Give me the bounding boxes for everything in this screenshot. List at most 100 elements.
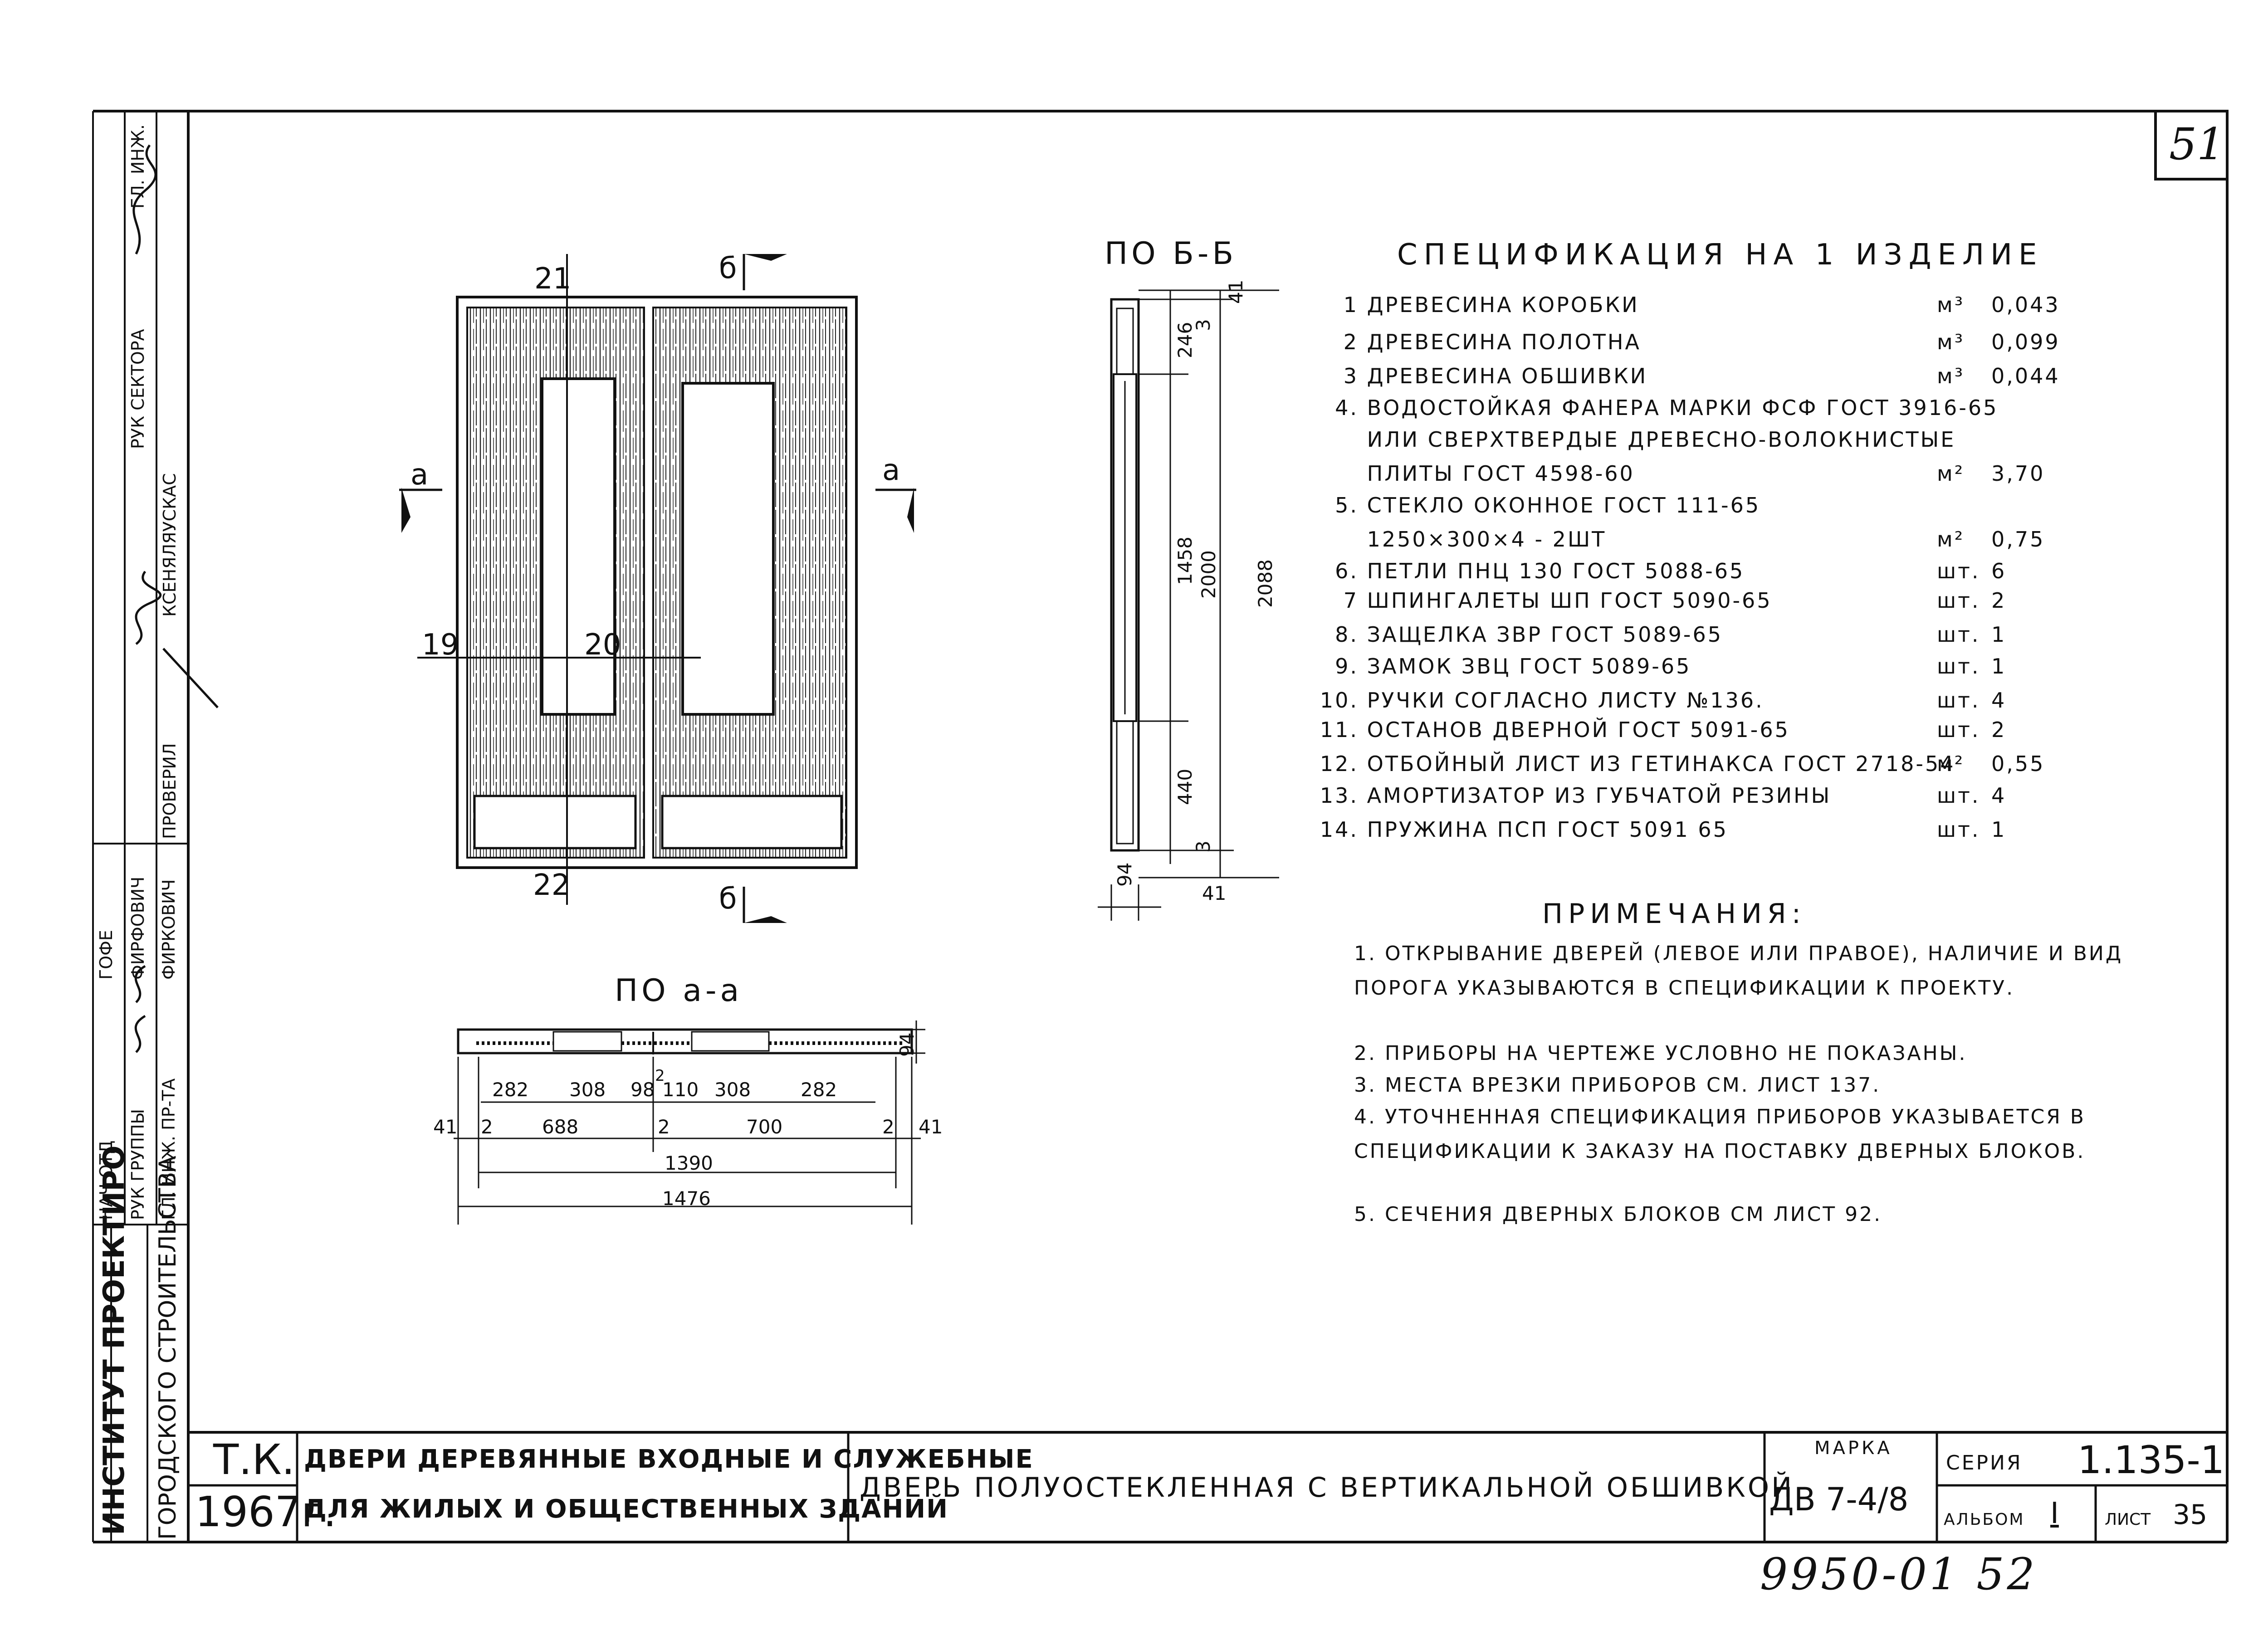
dim-bb-2000: 2000 [1198,550,1220,599]
sheet-frame [92,110,2229,1543]
section-a-a-title: ПО а-а [615,973,743,1009]
dim-bb-2088: 2088 [1254,559,1276,608]
note-num: 1. [1354,942,1377,965]
title-subject-line2: ДЛЯ ЖИЛЫХ И ОБЩЕСТВЕННЫХ ЗДАНИЙ [304,1494,949,1524]
spec-row-qty: 1 [1991,817,2007,842]
title-marka-label: МАРКА [1814,1438,1892,1459]
dim-bb-3-bottom: 3 [1192,840,1214,853]
spec-row-num: 8. [1335,622,1359,647]
dim-bb-thickness: 94 [1114,862,1136,887]
spec-row-num: 4. [1335,395,1359,420]
title-tk: Т.К. [213,1435,295,1484]
spec-row: 7 ШПИНГАЛЕТЫ ШП ГОСТ 5090-65 [1318,588,1772,613]
dim-bb-246: 246 [1174,322,1196,358]
spec-row-qty: 4 [1991,688,2007,713]
dim-aa-1390: 1390 [665,1152,713,1174]
spec-row-unit: м³ [1937,364,1965,388]
spec-row-text: РУЧКИ СОГЛАСНО ЛИСТУ №136. [1367,688,1764,713]
note-text: ПРИБОРЫ НА ЧЕРТЕЖЕ УСЛОВНО НЕ ПОКАЗАНЫ. [1384,1042,1967,1065]
note-item: 1. ОТКРЫВАНИЕ ДВЕРЕЙ (ЛЕВОЕ ИЛИ ПРАВОЕ),… [1354,937,2125,1006]
cut-a-right: а [882,454,900,487]
dim-bb-1458: 1458 [1174,537,1196,585]
spec-row-unit: шт. [1937,588,1980,613]
spec-row-qty: 1 [1991,622,2007,647]
spec-row-qty: 2 [1991,588,2007,613]
spec-row-num: 7 [1343,588,1359,613]
spec-row-unit: шт. [1937,559,1980,583]
signature-scribbles [132,144,219,1053]
spec-row-text: ШПИНГАЛЕТЫ ШП ГОСТ 5090-65 [1367,588,1772,613]
spec-row-text: ОТБОЙНЫЙ ЛИСТ ИЗ ГЕТИНАКСА ГОСТ 2718-54 [1367,752,1955,776]
title-block-grid [188,1432,2227,1542]
leaf-mark-19: 19 [422,628,459,662]
note-text: МЕСТА ВРЕЗКИ ПРИБОРОВ СМ. ЛИСТ 137. [1384,1074,1881,1097]
spec-row-text: ВОДОСТОЙКАЯ ФАНЕРА МАРКИ ФСФ ГОСТ 3916-6… [1367,395,1999,420]
spec-row-qty: 4 [1991,783,2007,808]
spec-row: 6. ПЕТЛИ ПНЦ 130 ГОСТ 5088-65 [1318,559,1745,583]
spec-row-text: СТЕКЛО ОКОННОЕ ГОСТ 111-65 [1367,493,1761,517]
dim-aa-41-right: 41 [919,1116,943,1138]
leaf-mark-21: 21 [534,262,572,296]
dim-aa-282-right: 282 [801,1079,837,1101]
spec-row-num: 9. [1335,654,1359,679]
spec-row-num: 6. [1335,559,1359,583]
cut-b-top: б [719,252,737,285]
spec-row: 12. ОТБОЙНЫЙ ЛИСТ ИЗ ГЕТИНАКСА ГОСТ 2718… [1318,752,1955,776]
spec-row-text: ИЛИ СВЕРХТВЕРДЫЕ ДРЕВЕСНО-ВОЛОКНИСТЫЕ [1367,427,1956,452]
note-item: 5. СЕЧЕНИЯ ДВЕРНЫХ БЛОКОВ СМ ЛИСТ 92. [1354,1197,2125,1232]
spec-row: 10. РУЧКИ СОГЛАСНО ЛИСТУ №136. [1318,688,1764,713]
spec-row-text: ЗАЩЕЛКА ЗВР ГОСТ 5089-65 [1367,622,1723,647]
spec-row-text: ПЛИТЫ ГОСТ 4598-60 [1367,461,1635,486]
spec-row-unit: шт. [1937,622,1980,647]
section-b-b-title: ПО Б-Б [1105,236,1237,272]
dim-aa-2-right: 2 [882,1116,894,1138]
note-num: 5. [1354,1203,1377,1226]
dim-aa-41-left: 41 [433,1116,458,1138]
dim-aa-2-mid: 2 [658,1116,670,1138]
side-block-grid [93,111,188,1542]
title-album-label: АЛЬБОМ [1944,1510,2025,1529]
spec-row-qty: 0,55 [1991,752,2045,776]
side-name-3: ГОФЕ [96,930,116,980]
spec-row: 13. АМОРТИЗАТОР ИЗ ГУБЧАТОЙ РЕЗИНЫ [1318,783,1831,808]
spec-row-unit: шт. [1937,817,1980,842]
dim-bb-440: 440 [1174,768,1196,805]
spec-row: 8. ЗАЩЕЛКА ЗВР ГОСТ 5089-65 [1318,622,1723,647]
dim-aa-308-left: 308 [569,1079,606,1101]
spec-row-unit: м³ [1937,330,1965,354]
dim-aa-2-left: 2 [481,1116,493,1138]
leaf-mark-22: 22 [533,869,570,902]
specification-title: СПЕЦИФИКАЦИЯ НА 1 ИЗДЕЛИЕ [1397,238,2043,272]
spec-row-num: 13. [1320,783,1359,808]
spec-row-qty: 0,043 [1991,293,2060,317]
dim-bb-41-top: 41 [1225,279,1247,304]
side-top-chief: ГЛ. ИНЖ. [128,124,148,209]
spec-row-num: 12. [1320,752,1359,776]
spec-row-qty: 2 [1991,718,2007,742]
spec-row-text: ЗАМОК ЗВЦ ГОСТ 5089-65 [1367,654,1691,679]
section-b-b [1098,289,1279,921]
cut-b-bottom: б [719,882,737,916]
spec-row-unit: шт. [1937,718,1980,742]
sheet-number: 51 [2169,119,2225,170]
dim-aa-98: 98 [631,1079,655,1101]
side-role-chief-engineer: ГЛ. ИНЖ. ПР-ТА [159,1078,179,1220]
title-list-label: ЛИСТ [2105,1510,2151,1529]
notes-title: ПРИМЕЧАНИЯ: [1542,898,1806,930]
spec-row-unit: шт. [1937,654,1980,679]
spec-row-unit: шт. [1937,783,1980,808]
spec-row-num: 2 [1343,330,1359,354]
title-series: 1.135-1 [2077,1438,2225,1482]
note-item: 4. УТОЧНЕННАЯ СПЕЦИФИКАЦИЯ ПРИБОРОВ УКАЗ… [1354,1100,2125,1169]
dim-bb-41-bottom: 41 [1202,882,1227,904]
note-num: 3. [1354,1074,1377,1097]
title-list: 35 [2173,1499,2208,1531]
title-subject-line1: ДВЕРИ ДЕРЕВЯННЫЕ ВХОДНЫЕ И СЛУЖЕБНЫЕ [304,1445,1034,1474]
spec-row-num: 14. [1320,817,1359,842]
note-text: УТОЧНЕННАЯ СПЕЦИФИКАЦИЯ ПРИБОРОВ УКАЗЫВА… [1354,1105,2086,1163]
title-product: ДВЕРЬ ПОЛУОСТЕКЛЕННАЯ С ВЕРТИКАЛЬНОЙ ОБШ… [860,1472,1794,1504]
spec-row-text: АМОРТИЗАТОР ИЗ ГУБЧАТОЙ РЕЗИНЫ [1367,783,1832,808]
side-author: КСЕНЯЛЯУСКАС [160,473,180,617]
spec-row: ИЛИ СВЕРХТВЕРДЫЕ ДРЕВЕСНО-ВОЛОКНИСТЫЕ [1318,427,1955,452]
door-elevation [399,254,916,923]
